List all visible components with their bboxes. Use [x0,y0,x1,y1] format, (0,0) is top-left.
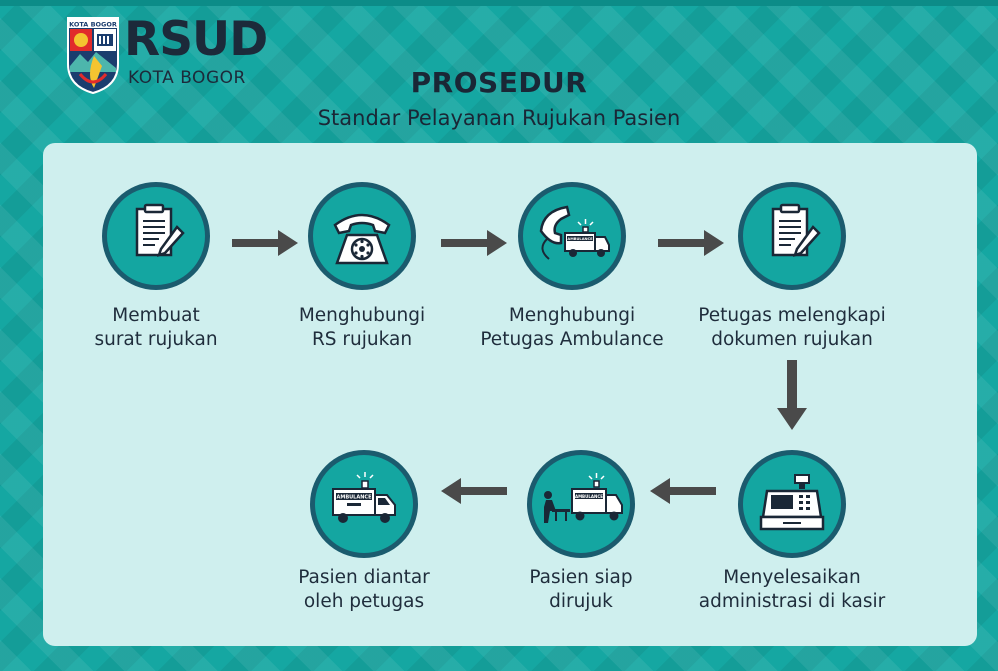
step-7-icon-circle: AMBULANCE [310,450,418,558]
arrow-left-2 [441,476,507,506]
ambulance-text: AMBULANCE [567,237,593,241]
arrow-right-3 [658,228,724,258]
ambulance-stretcher-icon: AMBULANCE [544,473,623,523]
step-5-line-1: Menyelesaikan [723,567,861,588]
step-5-label: Menyelesaikan administrasi di kasir [672,566,912,614]
logo-brand-text: RSUD [124,12,268,67]
logo-city-text: KOTA BOGOR [128,68,246,88]
document-pen-icon [135,203,185,257]
step-2-icon-circle [308,182,416,290]
step-4-line-2: dokumen rujukan [711,329,873,350]
cash-register-icon [759,474,825,531]
step-2-line-2: RS rujukan [311,329,413,350]
top-border [0,0,998,6]
step-3-line-1: Menghubungi [508,305,636,326]
step-7-line-1: Pasien diantar [298,567,430,588]
step-6-line-2: dirujuk [549,591,613,612]
arrow-down [775,360,809,432]
arrow-right-1 [232,228,298,258]
ambulance-text: AMBULANCE [336,495,372,501]
telephone-icon [333,213,391,265]
kota-bogor-shield-icon: KOTA BOGOR [67,17,119,94]
step-7-line-2: oleh petugas [303,591,425,612]
step-3-line-2: Petugas Ambulance [480,329,664,350]
step-1-line-2: surat rujukan [94,329,218,350]
ambulance-text: AMBULANCE [575,494,603,499]
step-2-label: Menghubungi RS rujukan [242,304,482,352]
arrow-left-1 [650,476,716,506]
step-4-icon-circle [738,182,846,290]
logo-badge-text: KOTA BOGOR [69,21,117,29]
page-title: PROSEDUR [410,66,588,99]
step-3-icon-circle: AMBULANCE [518,182,626,290]
step-7-label: Pasien diantar oleh petugas [244,566,484,614]
step-1-label: Membuat surat rujukan [36,304,276,352]
step-2-line-1: Menghubungi [298,305,426,326]
step-4-line-1: Petugas melengkapi [698,305,886,326]
page-subtitle: Standar Pelayanan Rujukan Pasien [317,106,681,130]
phone-ambulance-icon: AMBULANCE [539,205,610,260]
step-6-icon-circle: AMBULANCE [527,450,635,558]
step-1-icon-circle [102,182,210,290]
step-6-label: Pasien siap dirujuk [461,566,701,614]
step-3-label: Menghubungi Petugas Ambulance [452,304,692,352]
document-pen-icon [771,203,821,257]
ambulance-icon: AMBULANCE [332,472,396,523]
step-1-line-1: Membuat [112,305,200,326]
rsud-logo: KOTA BOGOR RSUD KOTA BOGOR [66,12,268,96]
step-5-icon-circle [738,450,846,558]
step-6-line-1: Pasien siap [529,567,633,588]
step-4-label: Petugas melengkapi dokumen rujukan [672,304,912,352]
arrow-right-2 [441,228,507,258]
step-5-line-2: administrasi di kasir [698,591,886,612]
